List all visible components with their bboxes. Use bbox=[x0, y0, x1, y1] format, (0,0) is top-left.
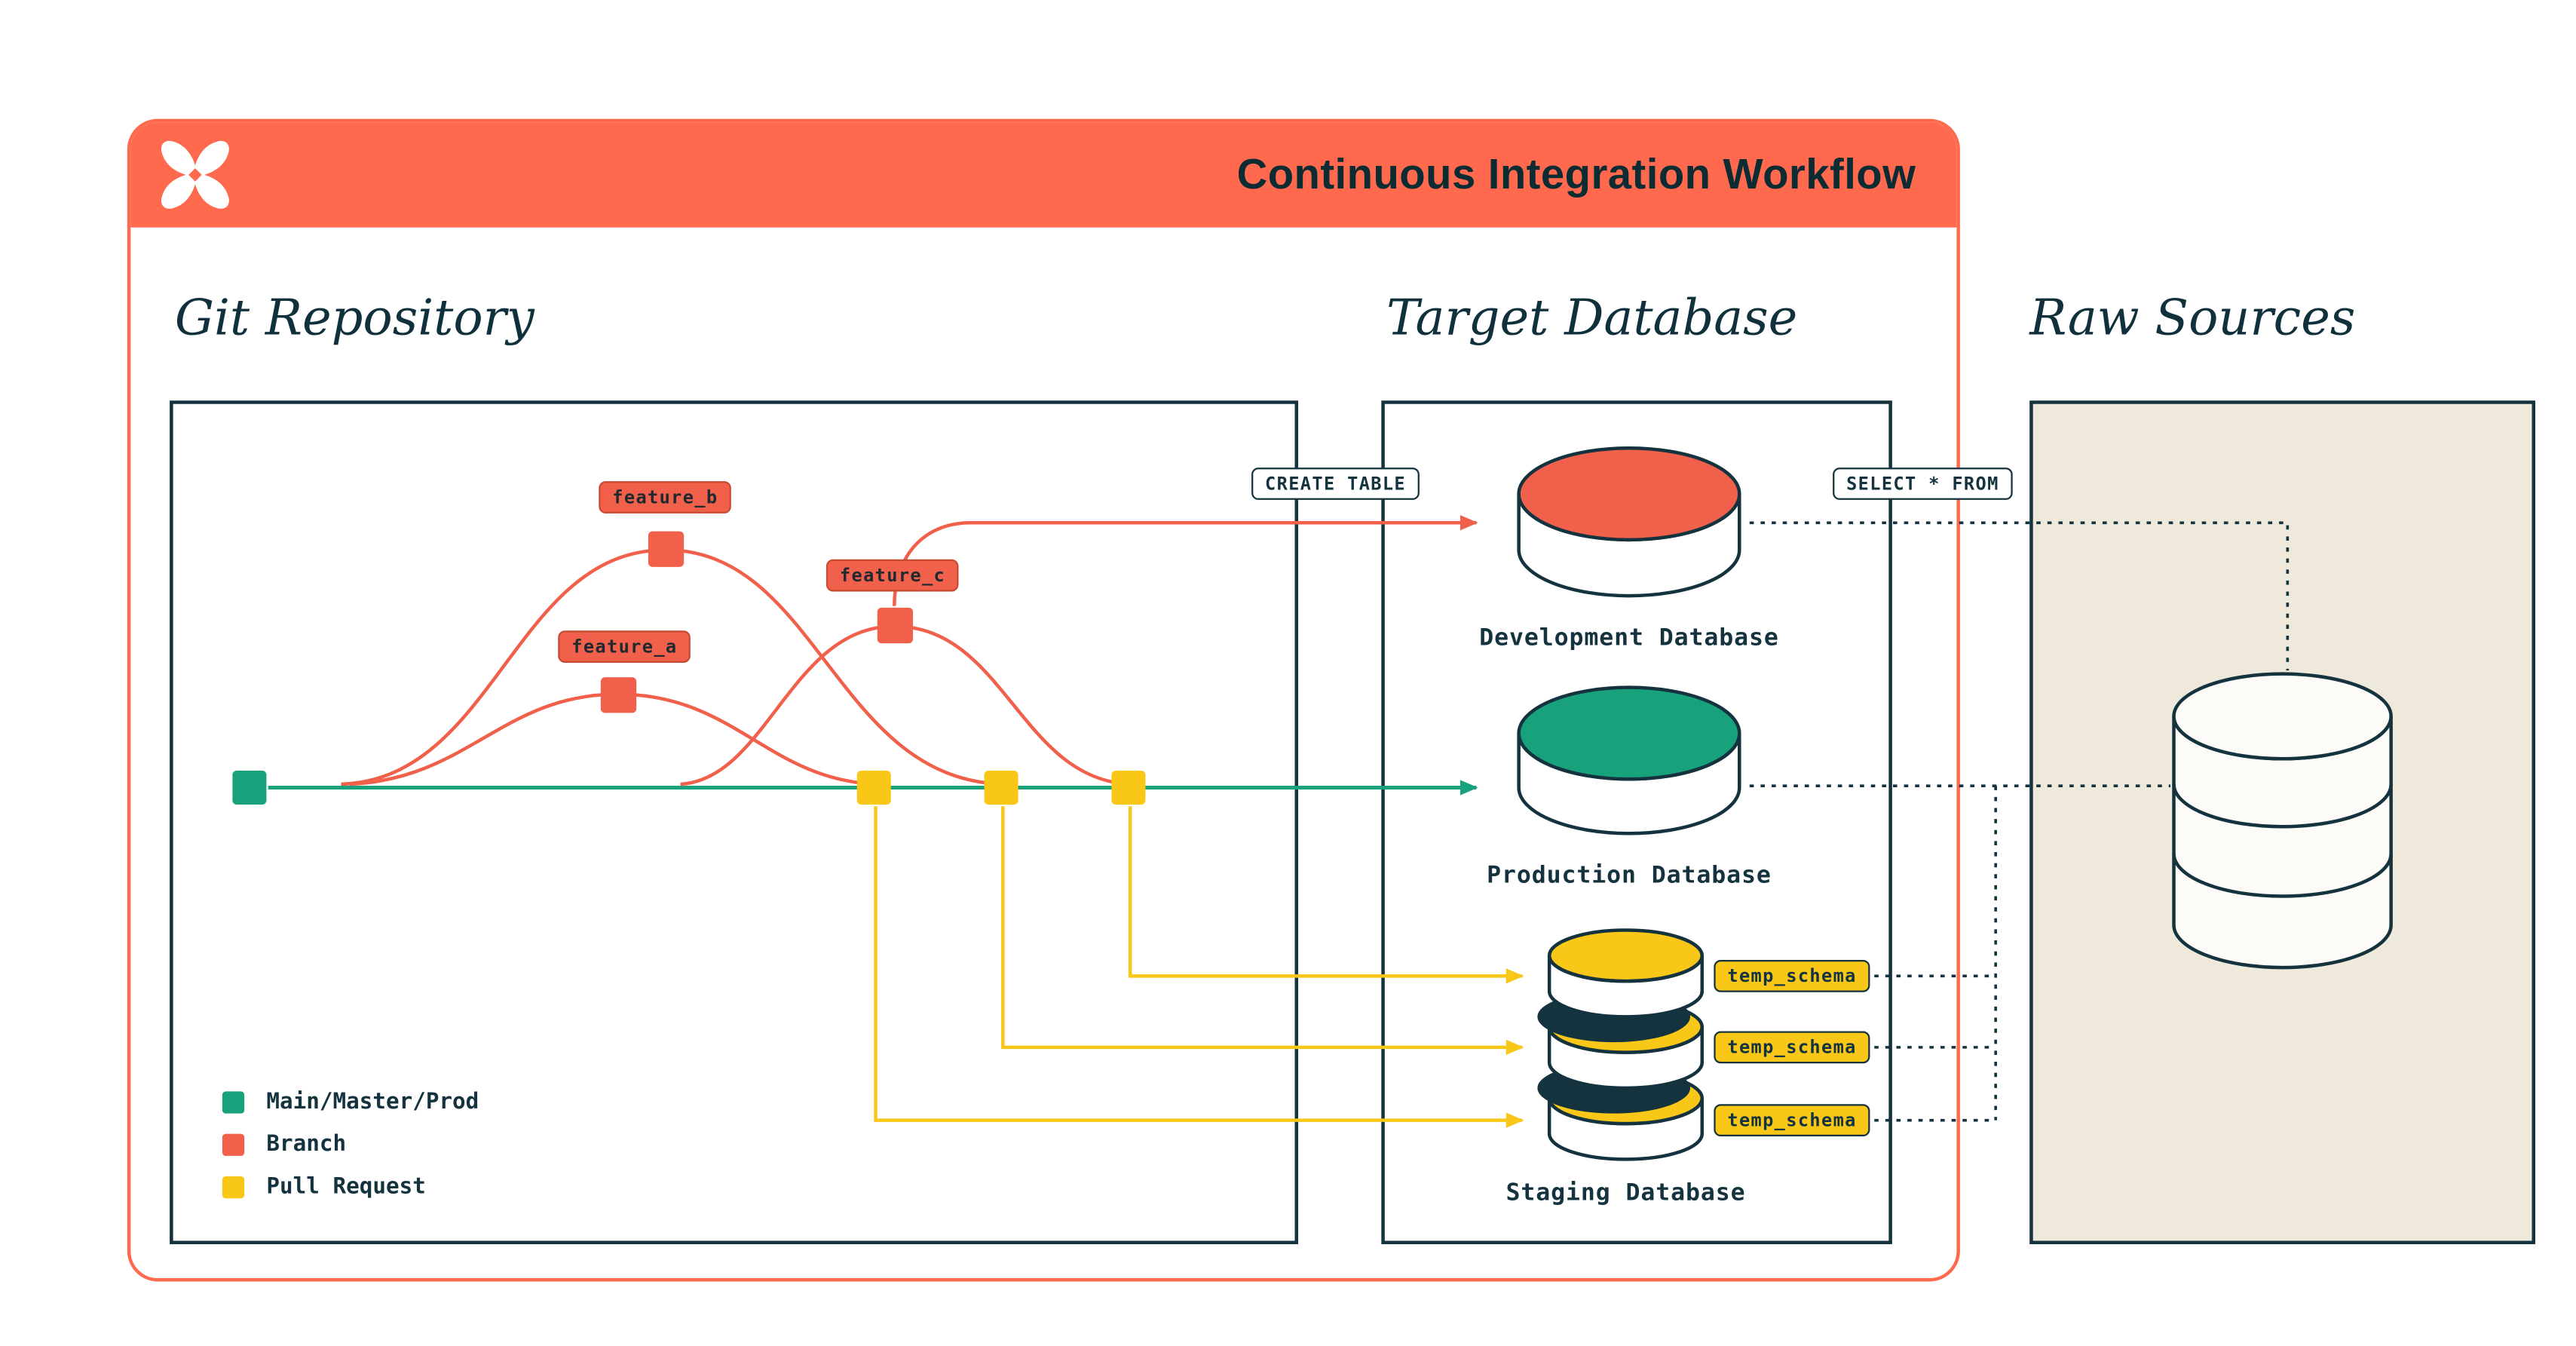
legend-item-pull-request: Pull Request bbox=[222, 1166, 479, 1208]
legend-label-main: Main/Master/Prod bbox=[266, 1090, 479, 1115]
legend-label-branch: Branch bbox=[266, 1132, 347, 1158]
section-title-target-database: Target Database bbox=[1386, 288, 1798, 347]
main-color-swatch bbox=[222, 1091, 245, 1114]
legend-item-branch: Branch bbox=[222, 1124, 479, 1166]
branch-badge-feature-a: feature_a bbox=[558, 630, 691, 664]
temp-schema-badge-3: temp_schema bbox=[1714, 1104, 1870, 1137]
temp-schema-badge-1: temp_schema bbox=[1714, 959, 1870, 992]
section-title-raw-sources: Raw Sources bbox=[2029, 288, 2356, 347]
select-from-badge: SELECT * FROM bbox=[1833, 468, 2013, 500]
raw-sources-box bbox=[2029, 400, 2535, 1244]
temp-schema-badge-2: temp_schema bbox=[1714, 1031, 1870, 1064]
branch-badge-feature-c: feature_c bbox=[825, 559, 960, 592]
legend-label-pull-request: Pull Request bbox=[266, 1174, 426, 1200]
development-database-label: Development Database bbox=[1479, 624, 1779, 652]
create-table-badge: CREATE TABLE bbox=[1251, 468, 1420, 500]
production-database-label: Production Database bbox=[1487, 862, 1772, 890]
dbt-logo-icon bbox=[158, 137, 232, 212]
git-legend: Main/Master/Prod Branch Pull Request bbox=[222, 1081, 479, 1209]
staging-database-label: Staging Database bbox=[1505, 1179, 1746, 1207]
branch-badge-feature-b: feature_b bbox=[599, 481, 732, 514]
pull-request-color-swatch bbox=[222, 1176, 245, 1199]
section-title-git-repository: Git Repository bbox=[174, 288, 534, 347]
page-title: Continuous Integration Workflow bbox=[1236, 150, 1916, 198]
panel-header: Continuous Integration Workflow bbox=[130, 122, 1957, 228]
branch-color-swatch bbox=[222, 1133, 245, 1156]
legend-item-main: Main/Master/Prod bbox=[222, 1081, 479, 1124]
